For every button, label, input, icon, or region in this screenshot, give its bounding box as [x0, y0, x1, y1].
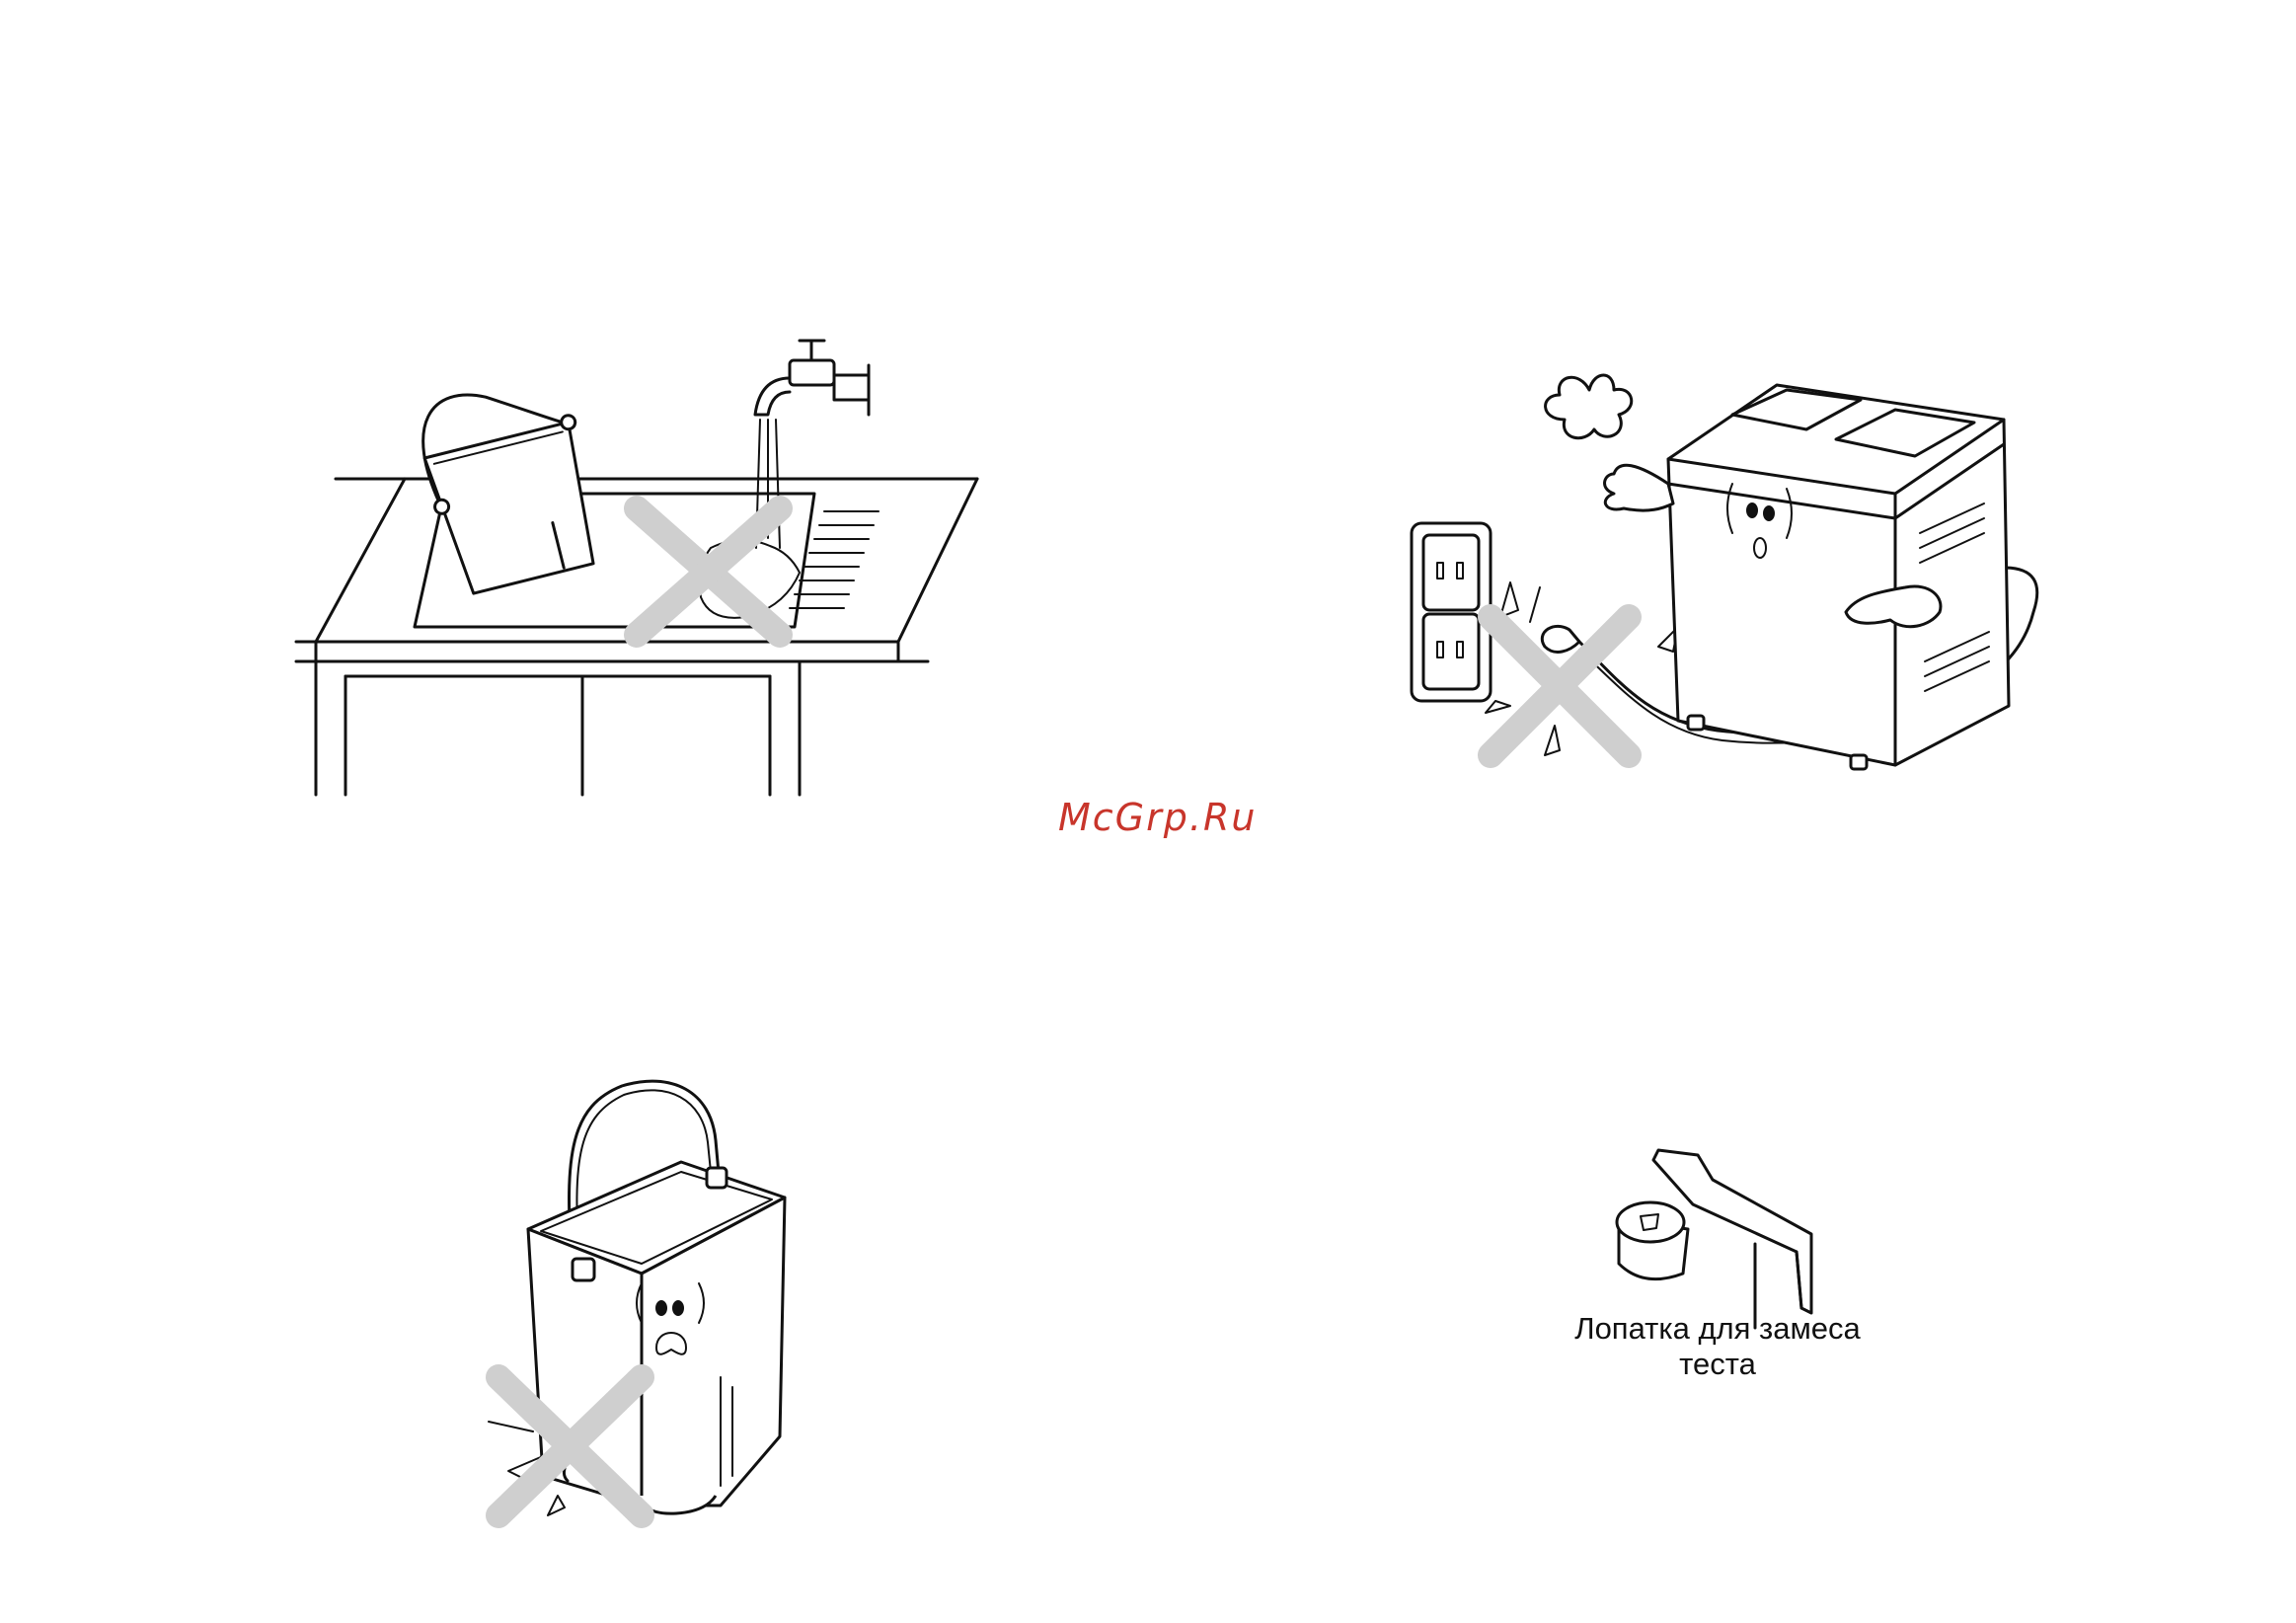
paddle-caption-line2: теста [1540, 1347, 1895, 1382]
paddle-caption-line1: Лопатка для замеса [1540, 1311, 1895, 1347]
paddle-caption: Лопатка для замеса теста [1540, 1311, 1895, 1382]
unplug-by-pulling-cord-prohibited-icon [1392, 365, 2083, 780]
watermark-text: McGrp.Ru [1058, 796, 1257, 839]
washing-pan-in-sink-prohibited-icon [296, 321, 987, 805]
damaged-baking-pan-prohibited-icon [474, 1081, 829, 1535]
